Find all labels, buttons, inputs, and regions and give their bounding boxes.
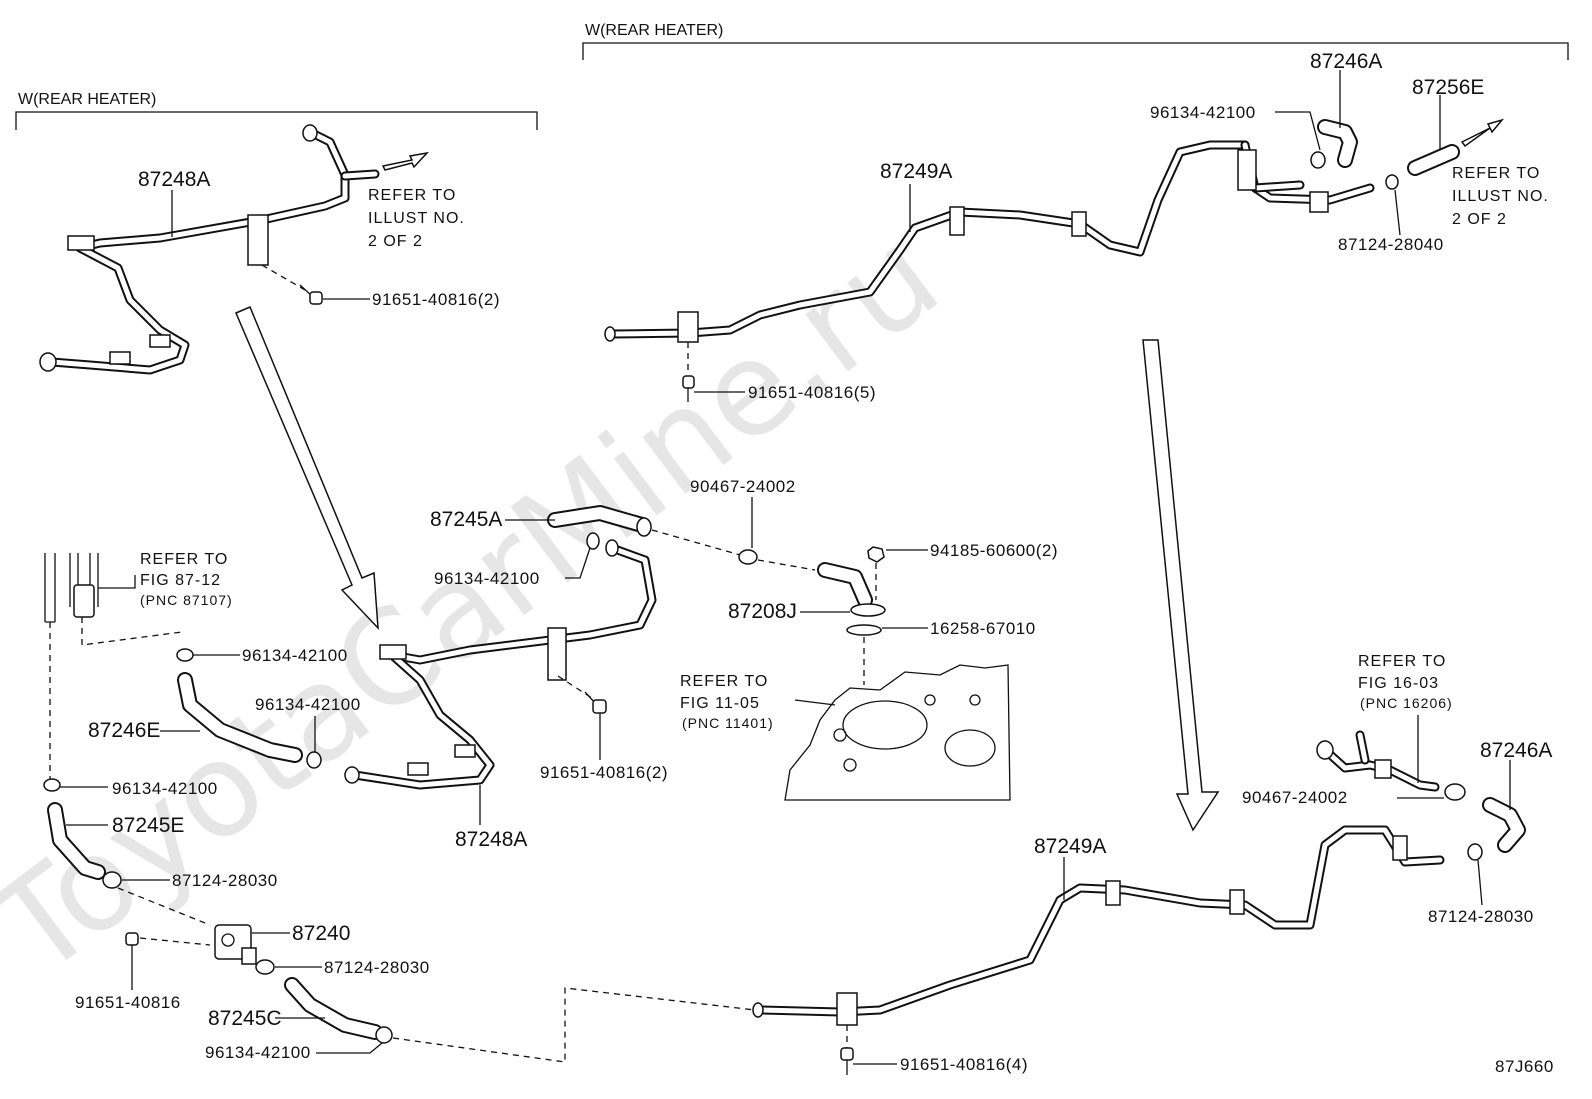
pipe-87249A-bottom <box>752 825 1445 1026</box>
big-arrow-right <box>1142 339 1220 832</box>
pipe-87249A-top <box>604 140 1375 343</box>
pipe-87248A-top <box>39 124 380 375</box>
refer-note-fig-16-03-1: REFER TO <box>1358 653 1446 670</box>
label-96134-42100-left-c: 96134-42100 <box>112 779 218 798</box>
hose-87246E <box>177 672 303 763</box>
header-right-text: W(REAR HEATER) <box>585 22 723 39</box>
label-91651-40816: 91651-40816 <box>75 993 181 1012</box>
label-87248A-top: 87248A <box>138 168 210 191</box>
bolt-91651-4 <box>840 1047 854 1075</box>
header-left: W(REAR HEATER) <box>15 91 538 130</box>
clamp-96134-left-b <box>306 751 322 769</box>
hose-87245C <box>284 977 383 1040</box>
label-96134-42100-87245A: 96134-42100 <box>434 569 540 588</box>
clamp-96134-bottom <box>375 1026 393 1044</box>
clamp-87124-28030-a <box>102 871 122 889</box>
label-96134-42100-top: 96134-42100 <box>1150 103 1256 122</box>
label-87246A-right: 87246A <box>1480 739 1552 762</box>
label-87246A-top: 87246A <box>1310 50 1382 73</box>
refer-note-top-left-2: ILLUST NO. <box>368 210 465 227</box>
refer-note-fig-87-12-2: FIG 87-12 <box>140 572 221 589</box>
label-91651-40816-4: 91651-40816(4) <box>900 1055 1028 1074</box>
refer-note-top-left-3: 2 OF 2 <box>368 233 423 250</box>
clamp-96134-left-c <box>43 778 61 792</box>
label-96134-42100-left-b: 96134-42100 <box>255 695 361 714</box>
hose-87246A-right <box>1482 797 1526 853</box>
refer-note-top-right-3: 2 OF 2 <box>1452 211 1507 228</box>
refer-note-fig-16-03-2: FIG 16-03 <box>1358 675 1439 692</box>
label-87246E: 87246E <box>88 719 160 742</box>
refer-note-fig-16-03-3: (PNC 16206) <box>1360 695 1453 711</box>
clamp-87124-28030-right <box>1467 843 1483 861</box>
pipes-fig-87-12 <box>44 553 99 623</box>
label-87124-28030-a: 87124-28030 <box>172 871 278 890</box>
label-94185-60600-2: 94185-60600(2) <box>930 541 1058 560</box>
nut-94185 <box>867 546 885 563</box>
label-87245E: 87245E <box>112 814 184 837</box>
figure-code: 87J660 <box>1495 1057 1554 1076</box>
pipe-87208J <box>817 562 886 617</box>
refer-note-fig-87-12-3: (PNC 87107) <box>140 592 233 608</box>
gasket-16258 <box>846 624 882 636</box>
hose-87256E <box>1407 144 1460 176</box>
refer-note-fig-11-05-2: FIG 11-05 <box>680 695 760 712</box>
header-right: W(REAR HEATER) <box>582 22 1569 60</box>
refer-arrow-top-left <box>381 151 430 171</box>
label-87124-28030-b: 87124-28030 <box>324 958 430 977</box>
label-91651-40816-2-top: 91651-40816(2) <box>372 290 500 309</box>
pipe-87248A-mid <box>344 539 657 790</box>
engine-block-sketch <box>784 664 1011 801</box>
label-87249A-top: 87249A <box>880 160 952 183</box>
label-87124-28040: 87124-28040 <box>1338 235 1444 254</box>
label-16258-67010: 16258-67010 <box>930 619 1036 638</box>
label-90467-24002-right: 90467-24002 <box>1242 788 1348 807</box>
clamp-96134-left-a <box>176 648 194 662</box>
hose-87246A-top <box>1310 119 1358 169</box>
refer-note-top-right-2: ILLUST NO. <box>1452 188 1549 205</box>
label-87245C: 87245C <box>208 1007 282 1030</box>
refer-note-fig-87-12-1: REFER TO <box>140 551 228 568</box>
refer-arrow-top-right <box>1460 118 1505 148</box>
valve-87240 <box>214 924 257 965</box>
label-87249A-bottom: 87249A <box>1034 835 1106 858</box>
label-87256E: 87256E <box>1412 76 1484 99</box>
refer-note-top-right-1: REFER TO <box>1452 165 1540 182</box>
label-96134-42100-left-a: 96134-42100 <box>242 646 348 665</box>
bolt-91651-5 <box>682 375 695 402</box>
label-87248A-mid: 87248A <box>455 828 527 851</box>
big-arrow-left <box>235 306 379 631</box>
clamp-87124-28030-b <box>255 959 275 975</box>
clamp-90467-right <box>1444 783 1466 801</box>
bolt-91651-top <box>299 284 323 305</box>
label-87124-28030-right: 87124-28030 <box>1428 907 1534 926</box>
clamp-90467-top <box>738 549 758 565</box>
refer-note-fig-11-05-1: REFER TO <box>680 673 768 690</box>
refer-note-fig-11-05-3: (PNC 11401) <box>682 715 774 731</box>
label-96134-42100-bottom: 96134-42100 <box>205 1043 311 1062</box>
header-left-text: W(REAR HEATER) <box>18 91 156 108</box>
label-87245A: 87245A <box>430 508 502 531</box>
label-87208J: 87208J <box>728 600 797 623</box>
label-91651-40816-2-mid: 91651-40816(2) <box>540 763 668 782</box>
clamp-87124-28040 <box>1385 174 1399 190</box>
label-91651-40816-5: 91651-40816(5) <box>748 383 876 402</box>
hose-87245A <box>547 505 652 550</box>
label-90467-24002-top: 90467-24002 <box>690 477 796 496</box>
bolt-91651-mid <box>584 691 607 760</box>
pipe-fig-16-03 <box>1316 730 1440 792</box>
hose-87245E <box>47 802 106 880</box>
refer-note-top-left-1: REFER TO <box>368 187 456 204</box>
bolt-91651-single <box>125 932 139 990</box>
label-87240: 87240 <box>292 922 350 945</box>
